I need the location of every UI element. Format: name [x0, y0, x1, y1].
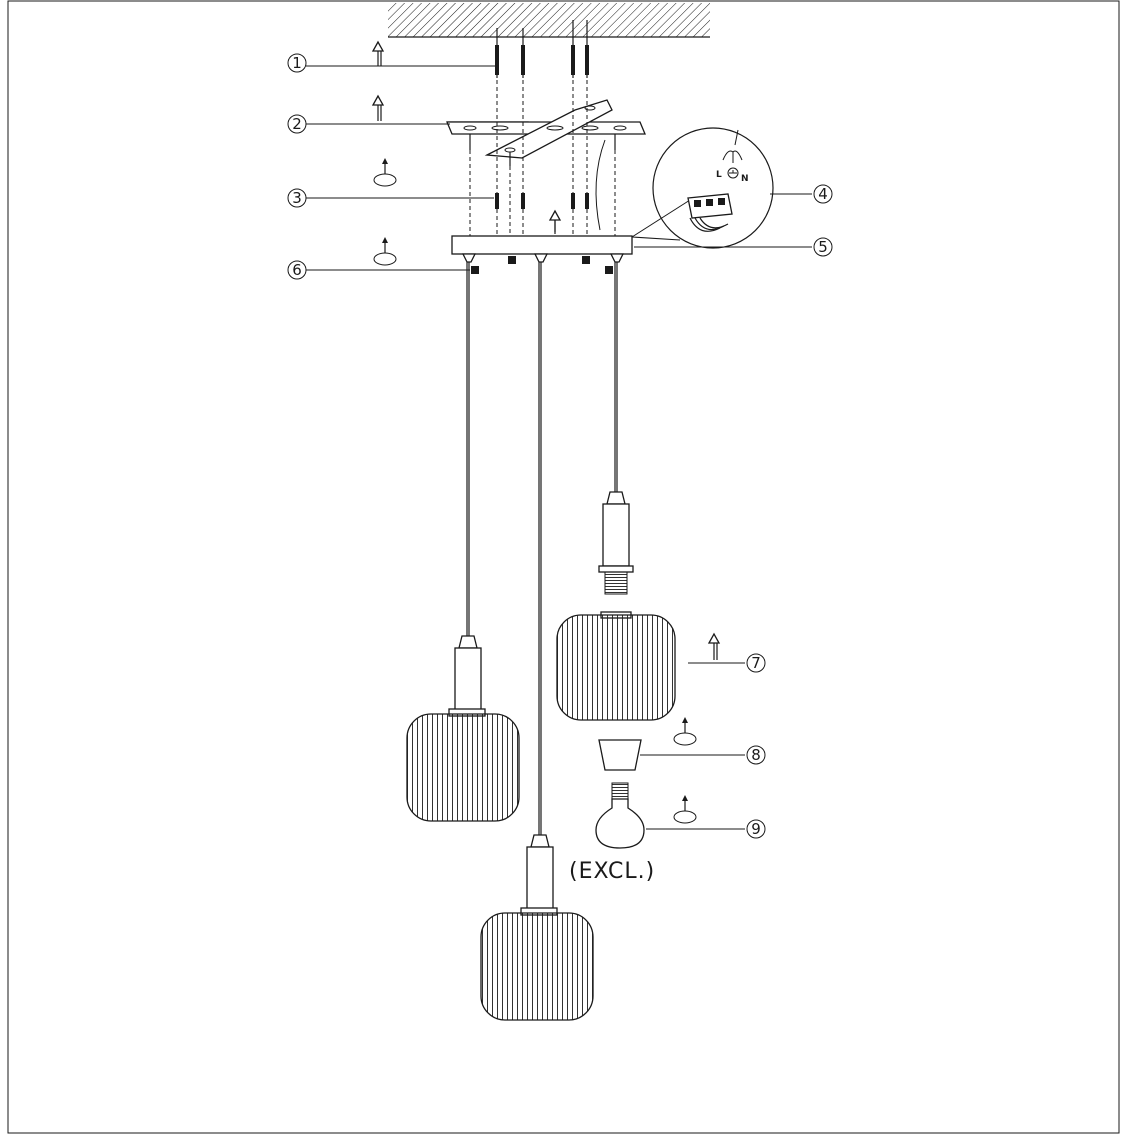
wire-n-label: N [741, 174, 749, 184]
shade-ring [598, 739, 642, 771]
callout-4-number: 4 [818, 185, 828, 203]
callout-6-number: 6 [292, 261, 302, 279]
ceiling [388, 3, 710, 38]
cord-grips [461, 253, 625, 274]
callout-7-number: 7 [751, 654, 761, 672]
callout-4: 4 [813, 184, 833, 204]
wire-l-label: L [716, 170, 722, 180]
canopy [451, 209, 633, 255]
callout-1: 1 [287, 53, 307, 73]
callout-8: 8 [746, 745, 766, 765]
rotate-arrows [373, 158, 697, 824]
wall-plugs [495, 20, 589, 78]
callout-8-number: 8 [751, 746, 761, 764]
glass-shade [556, 614, 676, 721]
callout-5-number: 5 [818, 238, 828, 256]
callout-2-number: 2 [292, 115, 302, 133]
callout-3-number: 3 [292, 189, 302, 207]
pendant-right-exploded [556, 491, 676, 849]
bulb-excluded-note: (EXCL.) [569, 859, 655, 884]
mounting-bracket [446, 99, 646, 166]
callout-3: 3 [287, 188, 307, 208]
callout-1-number: 1 [292, 54, 302, 72]
suspension-cords [466, 262, 618, 835]
pendant-center [480, 834, 594, 1021]
screws [469, 80, 616, 238]
callout-6: 6 [287, 260, 307, 280]
pendant-left [406, 635, 520, 822]
up-arrows [371, 40, 721, 660]
callout-7: 7 [746, 653, 766, 673]
callout-5: 5 [813, 237, 833, 257]
wiring-detail: L N [631, 127, 774, 249]
callout-2: 2 [287, 114, 307, 134]
leader-lines [306, 65, 812, 830]
callout-9-number: 9 [751, 820, 761, 838]
light-bulb [595, 782, 645, 849]
page-frame [7, 0, 1120, 1134]
callout-9: 9 [746, 819, 766, 839]
